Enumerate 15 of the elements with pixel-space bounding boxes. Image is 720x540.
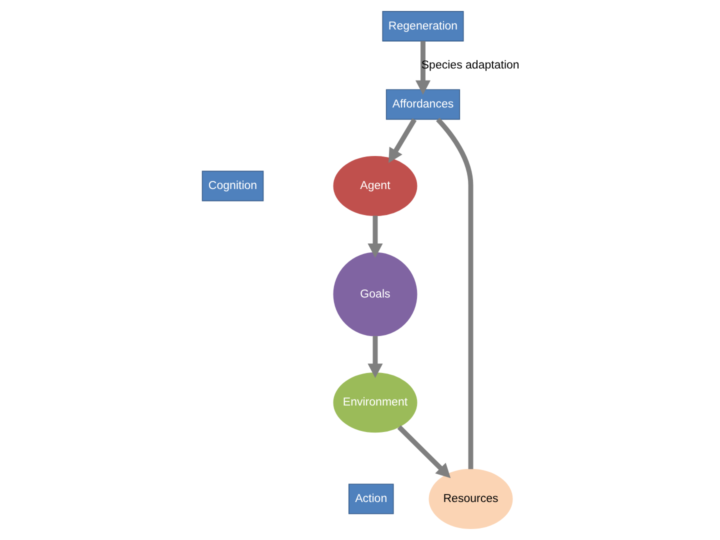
edge-label: Species adaptation: [421, 59, 520, 72]
node-circle: Goals: [333, 252, 418, 336]
node-ellipse: Resources: [428, 468, 513, 529]
arrow: [415, 41, 431, 95]
node-box: Action: [348, 484, 394, 514]
node-ellipse: Environment: [333, 372, 418, 433]
node-box: Affordances: [386, 89, 460, 120]
node-box: Cognition: [202, 170, 264, 202]
arrow: [368, 216, 383, 258]
node-box: Regeneration: [382, 11, 464, 42]
arrow: [368, 336, 383, 378]
node-ellipse: Agent: [333, 156, 418, 216]
arrow: [388, 118, 417, 163]
connector: [436, 118, 474, 470]
arrow: [397, 425, 451, 478]
